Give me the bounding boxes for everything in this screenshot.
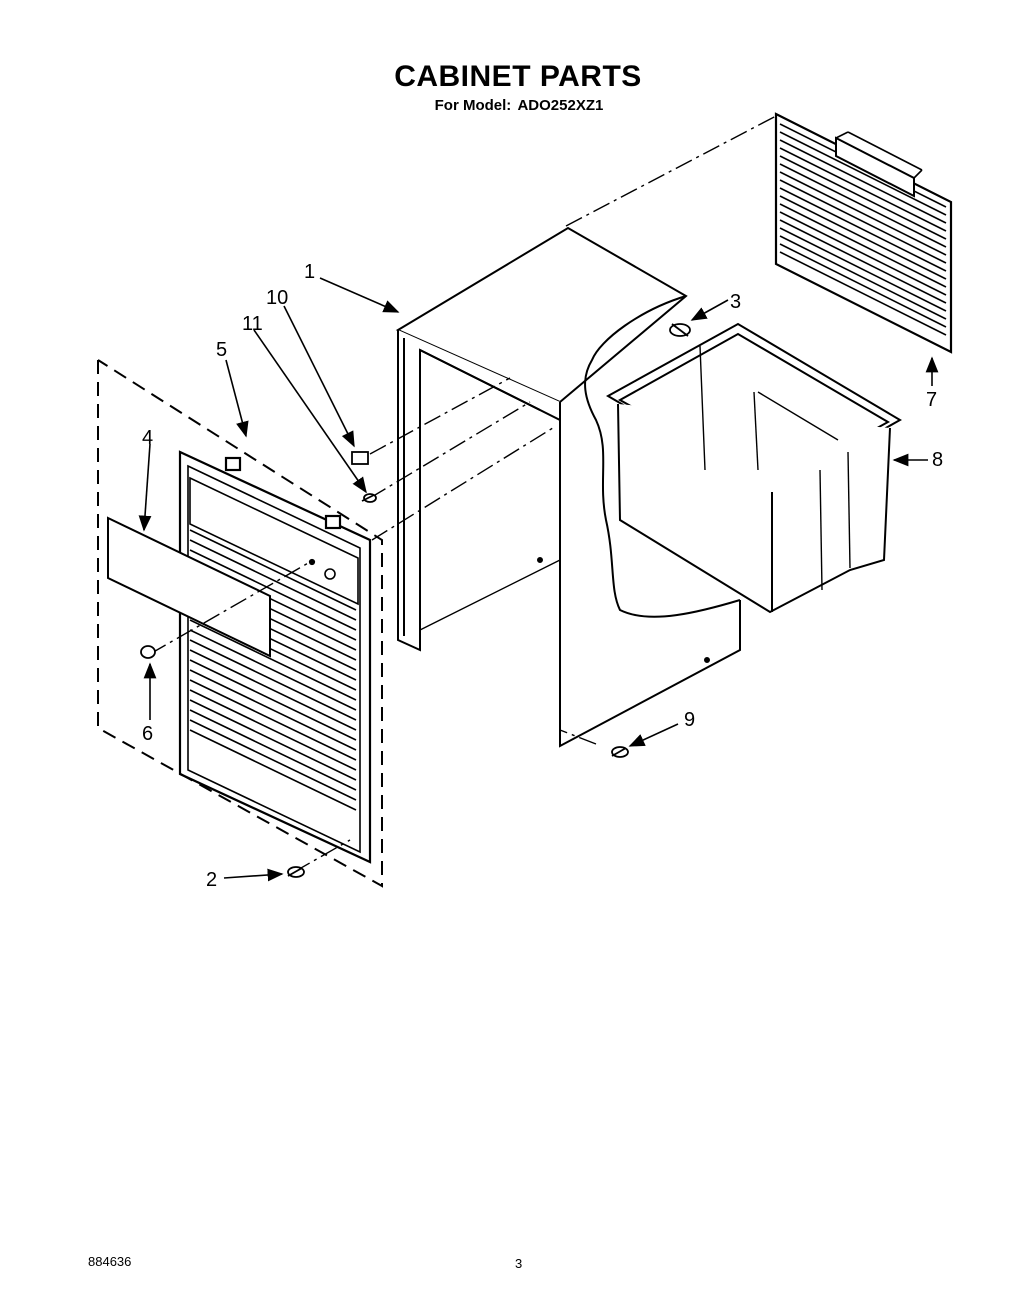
clip-part-10 [351, 451, 369, 465]
screw-part-11 [361, 493, 377, 503]
callout-leaders [138, 277, 939, 882]
screw-part-2 [287, 866, 305, 878]
page-title: CABINET PARTS [394, 60, 642, 93]
callout-10: 10 [266, 287, 288, 309]
model-line: For Model: ADO252XZ1 [0, 97, 1036, 114]
water-bin-part-8 [605, 322, 902, 614]
plug-part-6 [140, 645, 156, 659]
hardware-parts [140, 323, 691, 878]
callout-3: 3 [730, 291, 741, 313]
front-grille-part-5 [178, 450, 372, 864]
callout-2: 2 [206, 869, 217, 891]
callout-11: 11 [242, 313, 263, 335]
document-number: 884636 [88, 1254, 132, 1269]
assembly-boundary [97, 359, 383, 888]
screw-part-3 [669, 323, 691, 337]
page-number: 3 [515, 1256, 523, 1271]
cabinet-shell-part-1 [395, 226, 741, 748]
callout-7: 7 [926, 389, 937, 411]
callout-1: 1 [304, 261, 315, 283]
callout-labels: 1 2 3 4 5 6 7 8 9 10 11 [142, 261, 943, 891]
nameplate-part-4 [107, 516, 271, 658]
callout-6: 6 [142, 723, 153, 745]
alignment-lines [149, 115, 777, 873]
front-grille-louvers [189, 529, 357, 811]
model-prefix: For Model: [434, 97, 512, 114]
rear-grille-part-7 [774, 112, 953, 354]
screw-part-9 [611, 746, 629, 758]
callout-4: 4 [142, 427, 153, 449]
rear-grille-louvers [779, 123, 947, 336]
model-number: ADO252XZ1 [517, 97, 604, 114]
callout-8: 8 [932, 449, 943, 471]
callout-9: 9 [684, 709, 695, 731]
callout-5: 5 [216, 339, 227, 361]
